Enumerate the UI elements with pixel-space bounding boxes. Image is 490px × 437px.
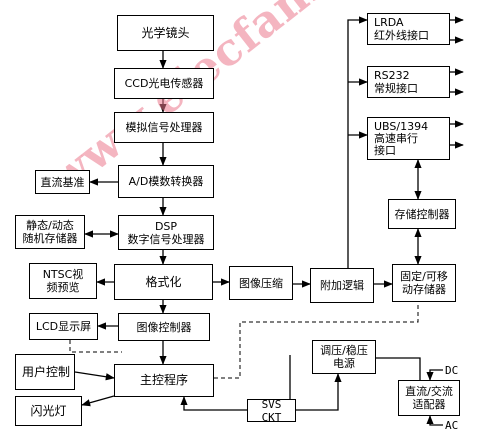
dashed-main-fixed [214, 302, 419, 379]
dsp-box: DSP 数字信号处理器 [118, 215, 214, 250]
wire-main-flash [81, 395, 115, 407]
image-compress-box: 图像压缩 [229, 266, 293, 300]
wire-svs-regulator [296, 373, 342, 411]
ntsc-preview-box: NTSC视 频预览 [29, 263, 97, 299]
rs232-interface-box: RS232 常规接口 [367, 66, 450, 98]
irda-interface-box: LRDA 红外线接口 [367, 13, 450, 45]
voltage-regulator-box: 调压/稳压 电源 [312, 340, 376, 374]
wire-user-main [74, 371, 115, 381]
main-program-box: 主控程序 [114, 364, 214, 397]
formatter-box: 格式化 [114, 264, 213, 300]
ac-label: AC [445, 419, 459, 432]
ram-box: 静态/动态 随机存储器 [15, 215, 85, 249]
svs-circuit-box: SVS CKT [247, 398, 296, 424]
additional-logic-box: 附加逻辑 [310, 268, 374, 303]
dc-label: DC [445, 364, 459, 377]
flash-box: 闪光灯 [15, 396, 82, 426]
image-controller-box: 图像控制器 [118, 313, 210, 341]
fixed-removable-storage-box: 固定/可移 动存储器 [392, 264, 456, 302]
ccd-sensor-box: CCD光电传感器 [114, 68, 214, 99]
wire-addlogic-bus [347, 16, 368, 268]
storage-controller-box: 存储控制器 [388, 199, 456, 229]
user-control-box: 用户控制 [15, 354, 75, 390]
adc-box: A/D模数转换器 [118, 165, 214, 198]
wire-svs-main [180, 396, 247, 411]
dc-reference-box: 直流基准 [35, 170, 90, 194]
usb-1394-interface-box: UBS/1394 高速串行 接口 [367, 117, 450, 160]
dashed-lcd-main [69, 340, 122, 353]
wire-regulator-adapter [376, 357, 421, 380]
analog-processor-box: 模拟信号处理器 [114, 112, 214, 143]
optical-lens-box: 光学镜头 [117, 15, 214, 51]
lcd-screen-box: LCD显示屏 [29, 313, 98, 340]
wire-dc-in [426, 369, 443, 381]
wire-ac-in [426, 415, 443, 426]
dc-ac-adapter-box: 直流/交流 适配器 [398, 380, 460, 416]
